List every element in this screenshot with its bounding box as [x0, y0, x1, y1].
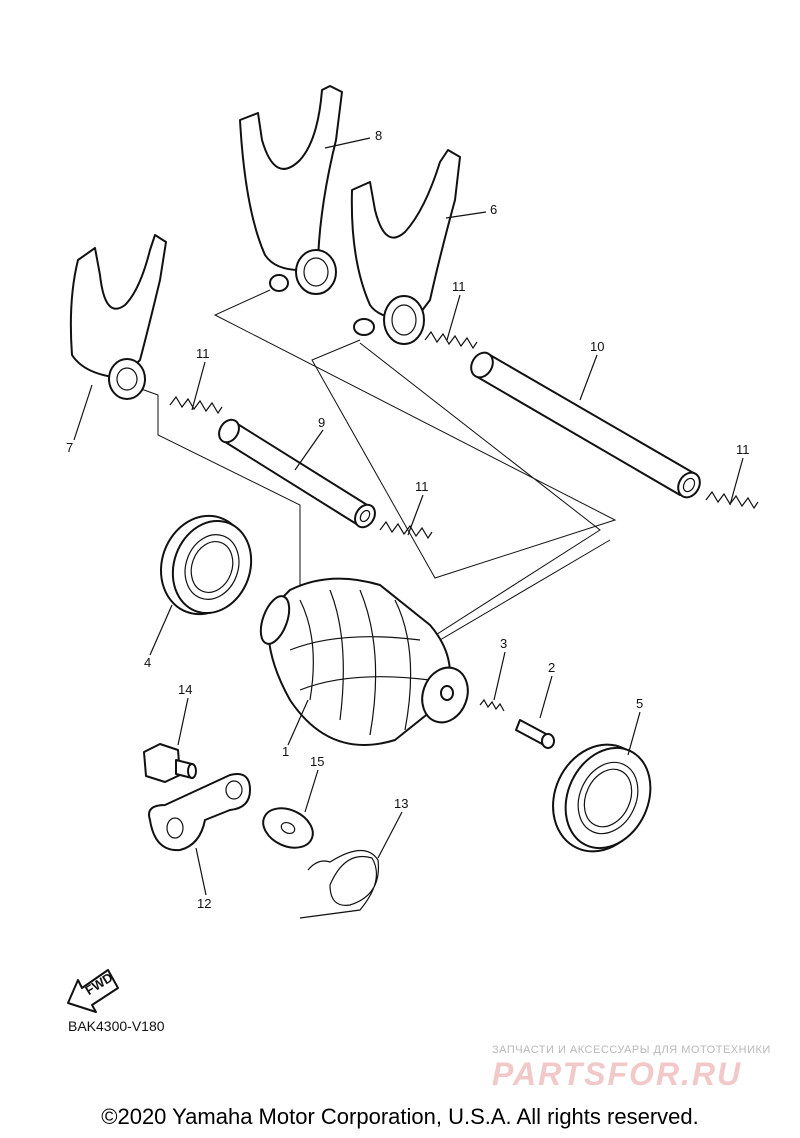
callout-14: 14 — [178, 682, 192, 697]
callout-4: 4 — [144, 655, 151, 670]
stopper-lever-12[interactable] — [148, 773, 251, 852]
callout-12: 12 — [197, 896, 211, 911]
callout-1: 1 — [282, 744, 289, 759]
callout-3: 3 — [500, 636, 507, 651]
callout-11d: 11 — [736, 442, 750, 457]
callout-10: 10 — [590, 339, 604, 354]
spring-11b[interactable] — [424, 330, 478, 350]
assembly-lines — [129, 289, 617, 650]
callout-15: 15 — [310, 754, 324, 769]
fwd-arrow-icon: FWD — [67, 969, 119, 1013]
callout-11a: 11 — [196, 346, 210, 361]
callout-labels: 8 6 7 11 11 11 11 9 10 4 1 3 2 5 14 15 1… — [66, 128, 750, 911]
bolt-14[interactable] — [143, 743, 197, 783]
shift-fork-6[interactable] — [350, 149, 461, 345]
spring-11d[interactable] — [705, 490, 759, 510]
diagram-code: BAK4300-V180 — [68, 1018, 165, 1034]
shift-fork-shaft-10[interactable] — [467, 349, 704, 502]
pin-3[interactable] — [479, 698, 505, 712]
callout-7: 7 — [66, 440, 73, 455]
callout-8: 8 — [375, 128, 382, 143]
spring-11c[interactable] — [379, 520, 433, 540]
callout-6: 6 — [490, 202, 497, 217]
washer-15[interactable] — [257, 801, 319, 856]
callout-5: 5 — [636, 696, 643, 711]
copyright-notice: ©2020 Yamaha Motor Corporation, U.S.A. A… — [101, 1104, 699, 1129]
callout-13: 13 — [394, 796, 408, 811]
spring-11a[interactable] — [169, 395, 223, 415]
shift-fork-7[interactable] — [69, 234, 167, 400]
leader-lines — [73, 137, 744, 896]
pin-2[interactable] — [515, 719, 555, 749]
callout-11b: 11 — [452, 279, 466, 294]
shift-fork-8[interactable] — [239, 85, 343, 295]
callout-9: 9 — [318, 415, 325, 430]
bearing-4[interactable] — [147, 504, 263, 627]
watermark-tagline: ЗАПЧАСТИ И АКСЕССУАРЫ ДЛЯ МОТОТЕХНИКИ — [492, 1044, 771, 1056]
callout-2: 2 — [548, 660, 555, 675]
bearing-5[interactable] — [536, 729, 666, 867]
shift-fork-shaft-9[interactable] — [215, 416, 379, 531]
shift-drum-1[interactable] — [255, 577, 475, 746]
torsion-spring-13[interactable] — [299, 849, 380, 919]
callout-11c: 11 — [415, 479, 429, 494]
watermark-logo: PARTSFOR.RU — [492, 1056, 743, 1092]
